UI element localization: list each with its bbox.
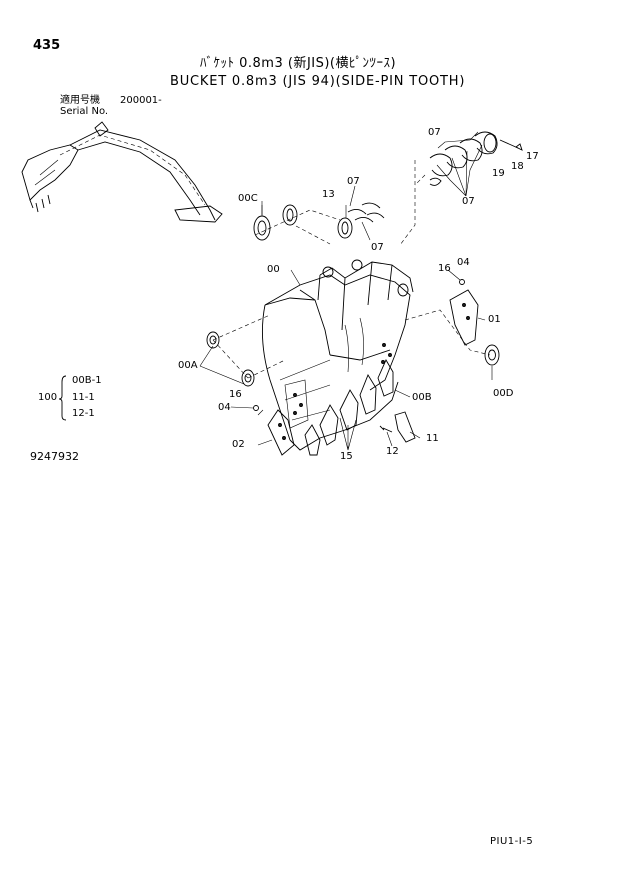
serial-label-jp: 適用号機 [60, 95, 100, 106]
callout-17: 17 [526, 151, 539, 162]
callout-16: 16 [438, 263, 451, 274]
set-item: 00B-1 [72, 375, 102, 386]
title-japanese: ﾊﾞｹｯﾄ 0.8m3 (新JIS)(横ﾋﾟﾝﾂｰｽ) [200, 56, 397, 71]
callout-18: 18 [511, 161, 524, 172]
excavator-front-attachment-icon [21, 121, 223, 223]
shim-icon [429, 131, 523, 197]
callout-07: 07 [371, 242, 384, 253]
set-parent-number: 100 [38, 392, 58, 403]
pin-icon [253, 279, 465, 433]
callout-12: 12 [386, 446, 399, 457]
callout-00: 00 [267, 264, 280, 275]
callout-02: 02 [232, 439, 245, 450]
callout-16: 16 [229, 389, 242, 400]
title-english: BUCKET 0.8m3 (JIS 94)(SIDE-PIN TOOTH) [170, 74, 466, 89]
callout-07: 07 [347, 176, 360, 187]
bucket-icon [261, 259, 414, 451]
serial-value: 200001- [120, 95, 162, 106]
callout-00D: 00D [493, 388, 514, 399]
footer-code: PIU1-I-5 [490, 836, 534, 847]
bushing-icon [253, 202, 385, 241]
callout-07: 07 [428, 127, 441, 138]
callout-00B: 00B [412, 392, 432, 403]
callout-00A: 00A [178, 360, 198, 371]
page-number: 435 [33, 38, 61, 53]
set-item: 12-1 [72, 408, 95, 419]
drawing-number: 9247932 [30, 450, 79, 463]
callout-01: 01 [488, 314, 501, 325]
tooth-icon [304, 359, 416, 456]
callout-04: 04 [457, 257, 470, 268]
serial-label-en: Serial No. [60, 106, 109, 117]
callout-19: 19 [492, 168, 505, 179]
callout-13: 13 [322, 189, 335, 200]
callout-04: 04 [218, 402, 231, 413]
set-item: 11-1 [72, 392, 95, 403]
callout-07: 07 [462, 196, 475, 207]
callout-00C: 00C [238, 193, 258, 204]
side-cutter-icon [267, 289, 479, 456]
callout-15: 15 [340, 451, 353, 462]
callout-11: 11 [426, 433, 439, 444]
